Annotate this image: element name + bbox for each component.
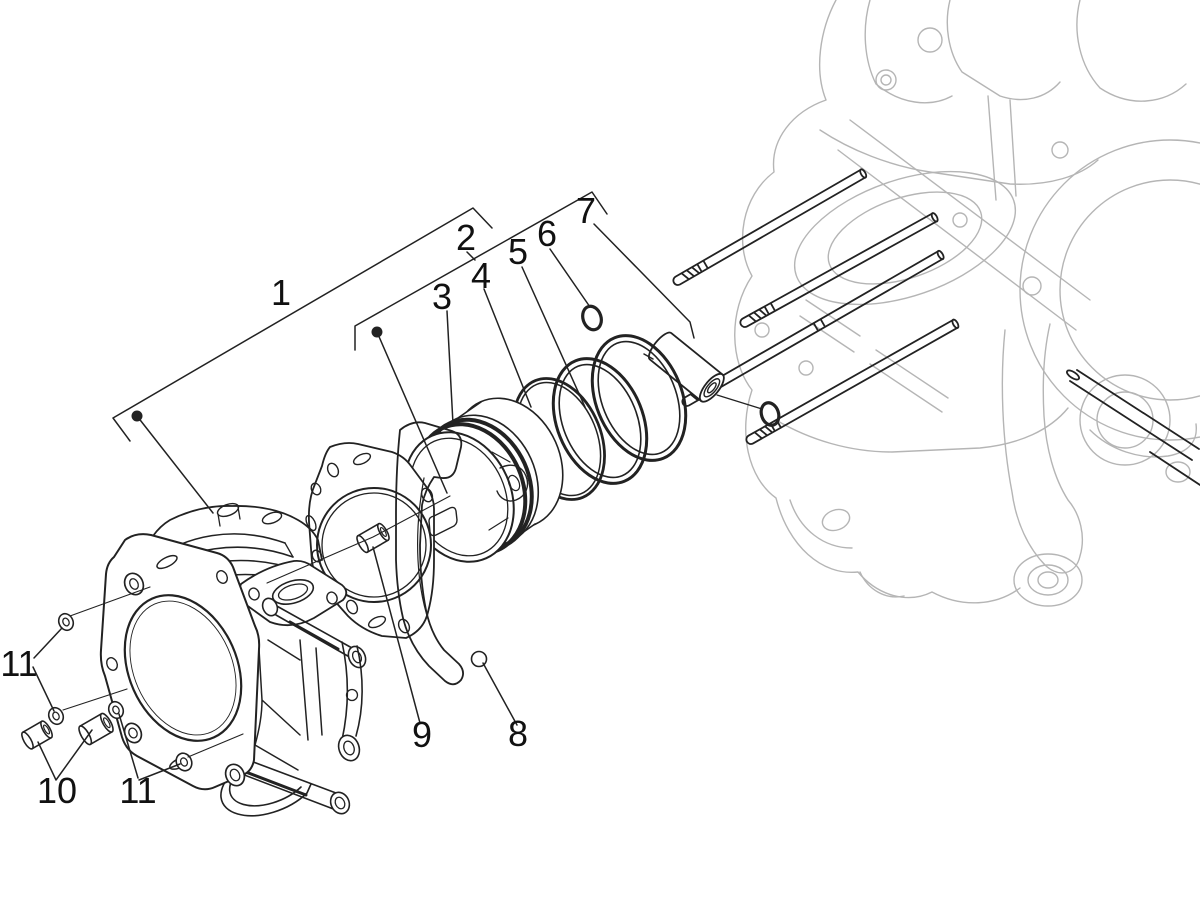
leader-6 (549, 248, 591, 308)
piston-ring-second (551, 357, 649, 485)
leader-7 (593, 223, 695, 339)
crankcase-outline (734, 0, 1200, 607)
callout-10: 10 (37, 770, 77, 811)
washer (47, 706, 65, 726)
circlip-lower (759, 401, 781, 427)
bracket-1 (112, 207, 493, 442)
leader-3 (446, 310, 454, 425)
callout-leader-lines (32, 191, 695, 781)
washer (57, 612, 75, 632)
callout-2: 2 (456, 217, 476, 258)
body-side-lines (254, 639, 323, 771)
callout-5: 5 (508, 231, 528, 272)
leader-9 (372, 546, 421, 724)
cylinder-head-gasket (395, 421, 488, 686)
stud-bolt-partial (1066, 369, 1200, 486)
stud-bolt-2 (739, 212, 939, 328)
spacer-bushing (78, 712, 114, 746)
callout-6: 6 (537, 213, 557, 254)
piston-pin (647, 331, 725, 403)
pin-to-circlip-line (716, 394, 763, 410)
callout-8: 8 (508, 713, 528, 754)
circlip-upper (581, 304, 603, 332)
callout-3: 3 (432, 276, 452, 317)
leader-8 (482, 662, 518, 726)
leader-1 (136, 415, 214, 514)
leader-2 (376, 251, 476, 494)
right-frame-posts (337, 641, 363, 762)
callout-7: 7 (576, 190, 596, 231)
callout-11b: 11 (119, 770, 156, 811)
leader-10 (37, 729, 93, 781)
piston-ring-top (590, 334, 688, 462)
stud-bolt-4 (745, 318, 960, 445)
leader-11a (32, 627, 63, 712)
stud-bolt-1 (672, 168, 868, 286)
callout-labels: 1 2 3 4 5 6 7 8 9 10 11 11 (0, 190, 596, 811)
leader-5 (521, 266, 586, 408)
callout-11a: 11 (0, 643, 37, 684)
callout-9: 9 (412, 714, 432, 755)
callout-4: 4 (471, 255, 491, 296)
cylinder-block (99, 502, 367, 817)
cylinder-front-flange (99, 533, 261, 791)
spacer-bushing (21, 720, 53, 750)
piston-pin-boss (488, 451, 529, 531)
assembly-axis-lines (62, 495, 451, 758)
leader-4 (483, 288, 532, 408)
washer (175, 752, 193, 772)
leader-11b (118, 713, 181, 781)
callout-1: 1 (271, 272, 291, 313)
upper-stud-tube (261, 597, 367, 669)
